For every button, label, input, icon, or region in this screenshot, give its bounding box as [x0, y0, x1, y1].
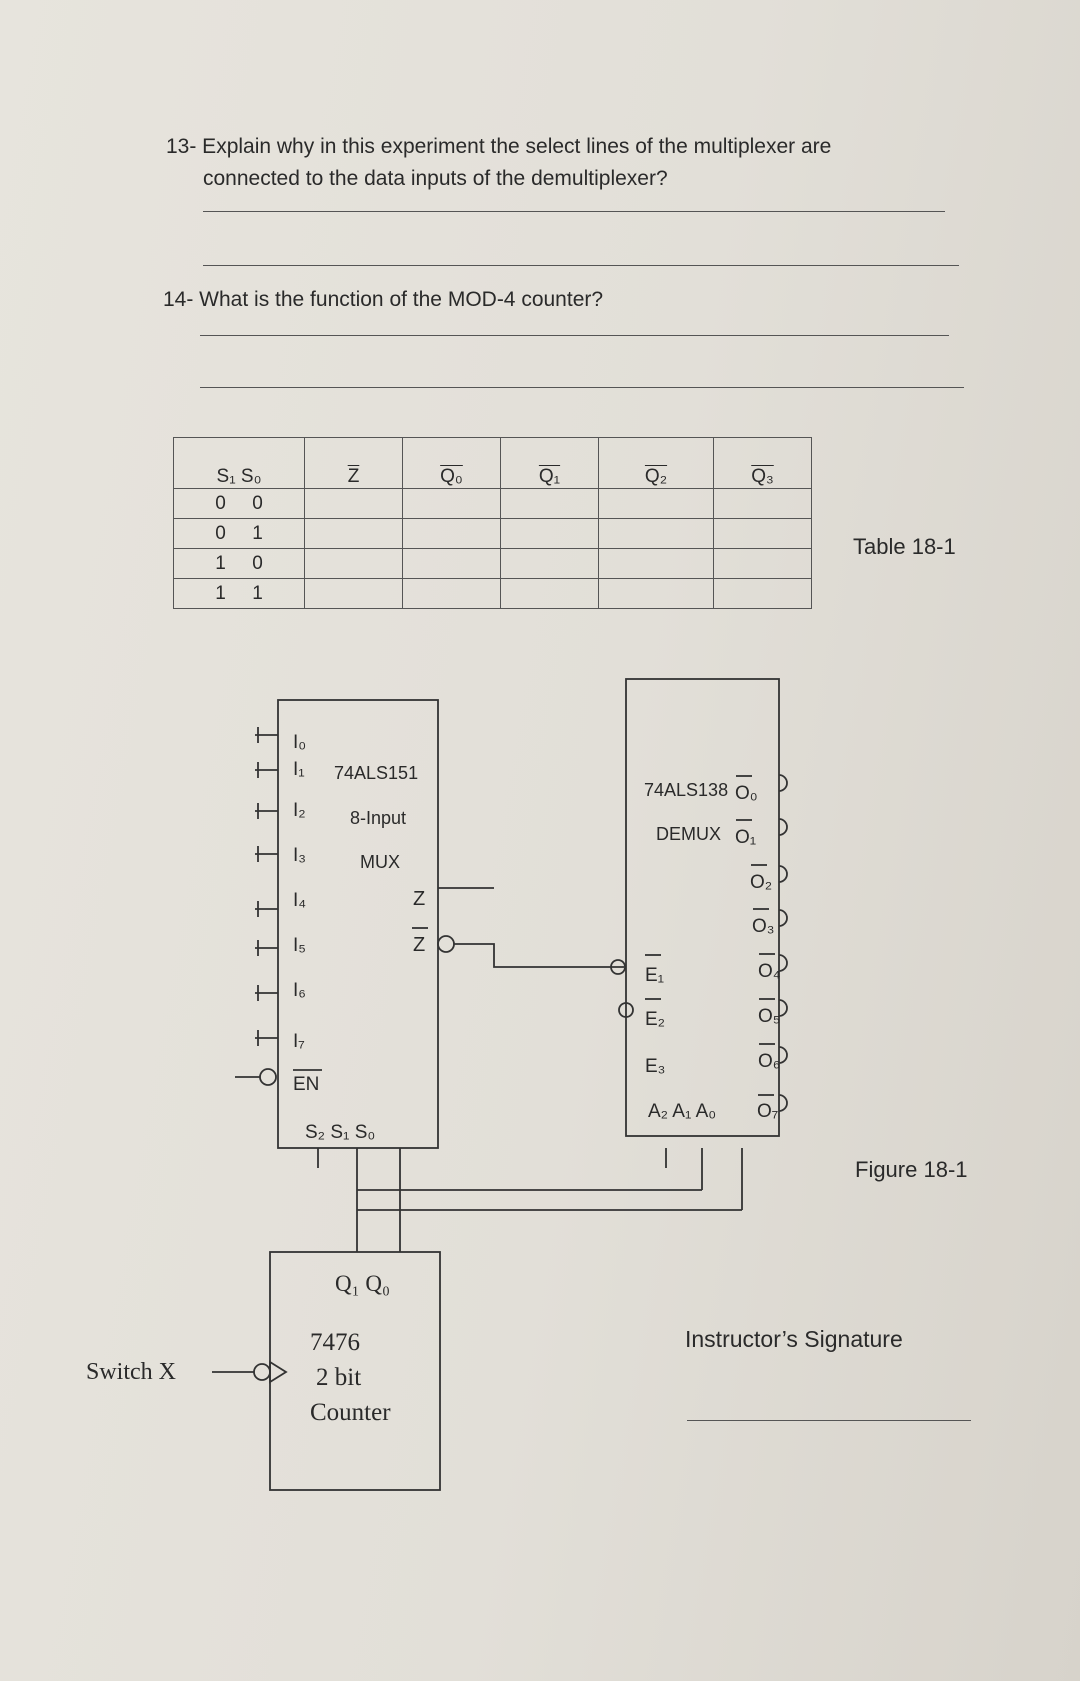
mux-input-label: I₆: [293, 980, 306, 1001]
demux-output-label: O₄: [758, 961, 781, 982]
demux-enable-label: E₃: [645, 1056, 665, 1077]
output-bubble: [778, 1094, 788, 1112]
mux-input-label: I₇: [293, 1031, 305, 1052]
mux-select-label: S₂ S₁ S₀: [305, 1122, 375, 1143]
e2-bubble: [618, 1002, 634, 1018]
demux-description: DEMUX: [656, 824, 721, 844]
demux-address-label: A₂ A₁ A₀: [648, 1101, 716, 1122]
mux-input-label: I₂: [293, 800, 306, 821]
mux-input-label: I₄: [293, 890, 306, 911]
zbar-output-wire: [454, 943, 624, 968]
output-bubble: [778, 1046, 788, 1064]
answer-cell[interactable]: [598, 548, 714, 579]
mux-description: 8-Input: [350, 808, 406, 828]
switch-x-label: Switch X: [86, 1359, 176, 1385]
header-select: S₁ S₀: [173, 437, 305, 489]
demux-output-label: O₀: [735, 783, 758, 804]
demux-output-label: O₅: [758, 1006, 780, 1027]
table-header-row: S₁ S₀ Z Q₀ Q₁ Q₂ Q₃: [173, 437, 812, 489]
demux-output-label: O₁: [735, 827, 756, 848]
mux-input-label: I₅: [293, 935, 306, 956]
mux-input-label: I₁: [293, 759, 305, 780]
answer-cell[interactable]: [402, 578, 501, 609]
counter-outputs-label: Q₁ Q₀: [335, 1271, 390, 1296]
clock-bubble: [253, 1363, 271, 1381]
truth-table: S₁ S₀ Z Q₀ Q₁ Q₂ Q₃ 0 0 0 1 1 0 1 1: [173, 437, 812, 609]
answer-cell[interactable]: [713, 578, 812, 609]
question-13-line-1: 13- Explain why in this experiment the s…: [166, 135, 832, 158]
output-bubble: [778, 865, 788, 883]
answer-cell[interactable]: [598, 578, 714, 609]
question-13-line-2: connected to the data inputs of the demu…: [203, 167, 668, 190]
mux-part-number: 74ALS151: [334, 763, 418, 783]
header-q3: Q₃: [713, 437, 812, 489]
answer-cell[interactable]: [713, 548, 812, 579]
table-row: 1 1: [173, 578, 812, 609]
mux-block: [277, 699, 439, 1149]
output-bubble: [778, 999, 788, 1017]
zbar-bubble: [437, 935, 455, 953]
demux-enable-label: E₁: [645, 965, 664, 986]
counter-description: Counter: [310, 1399, 391, 1426]
mux-input-label: I₃: [293, 845, 306, 866]
demux-part-number: 74ALS138: [644, 780, 728, 800]
figure-caption: Figure 18-1: [855, 1157, 968, 1182]
question-14: 14- What is the function of the MOD-4 co…: [163, 288, 604, 311]
mux-input-label: I₀: [293, 732, 306, 753]
e1-bubble: [610, 959, 626, 975]
select-cell: 0 1: [173, 518, 305, 549]
signature-label: Instructor’s Signature: [685, 1326, 903, 1352]
answer-cell[interactable]: [500, 578, 599, 609]
demux-output-label: O₂: [750, 872, 772, 893]
signature-line[interactable]: [687, 1420, 971, 1421]
output-bubble: [778, 774, 788, 792]
demux-output-label: O₆: [758, 1051, 780, 1072]
header-q2: Q₂: [598, 437, 714, 489]
output-bubble: [778, 954, 788, 972]
demux-block: [625, 678, 780, 1137]
mux-enable-label: EN: [293, 1074, 319, 1095]
table-caption: Table 18-1: [853, 534, 956, 559]
answer-cell[interactable]: [304, 578, 403, 609]
demux-output-label: O₇: [757, 1101, 778, 1122]
answer-line: [203, 265, 959, 266]
answer-line: [200, 335, 949, 336]
output-bubble: [778, 909, 788, 927]
select-cell: 1 1: [173, 578, 305, 609]
select-cell: 0 0: [173, 488, 305, 519]
answer-line: [203, 211, 945, 212]
enable-bubble: [259, 1068, 277, 1086]
mux-description: MUX: [360, 852, 400, 872]
table-row: 0 1: [173, 518, 812, 549]
mux-zbar-label: Z: [413, 934, 425, 956]
counter-part-number: 7476: [310, 1329, 360, 1356]
output-bubble: [778, 818, 788, 836]
counter-description: 2 bit: [316, 1364, 361, 1391]
answer-cell[interactable]: [402, 488, 501, 519]
answer-line: [200, 387, 964, 388]
clock-triangle: [269, 1360, 288, 1384]
table-row: 1 0: [173, 548, 812, 579]
demux-enable-label: E₂: [645, 1009, 665, 1030]
header-q1: Q₁: [500, 437, 599, 489]
mux-z-label: Z: [413, 888, 425, 910]
answer-cell[interactable]: [304, 518, 403, 549]
demux-output-label: O₃: [752, 916, 775, 937]
